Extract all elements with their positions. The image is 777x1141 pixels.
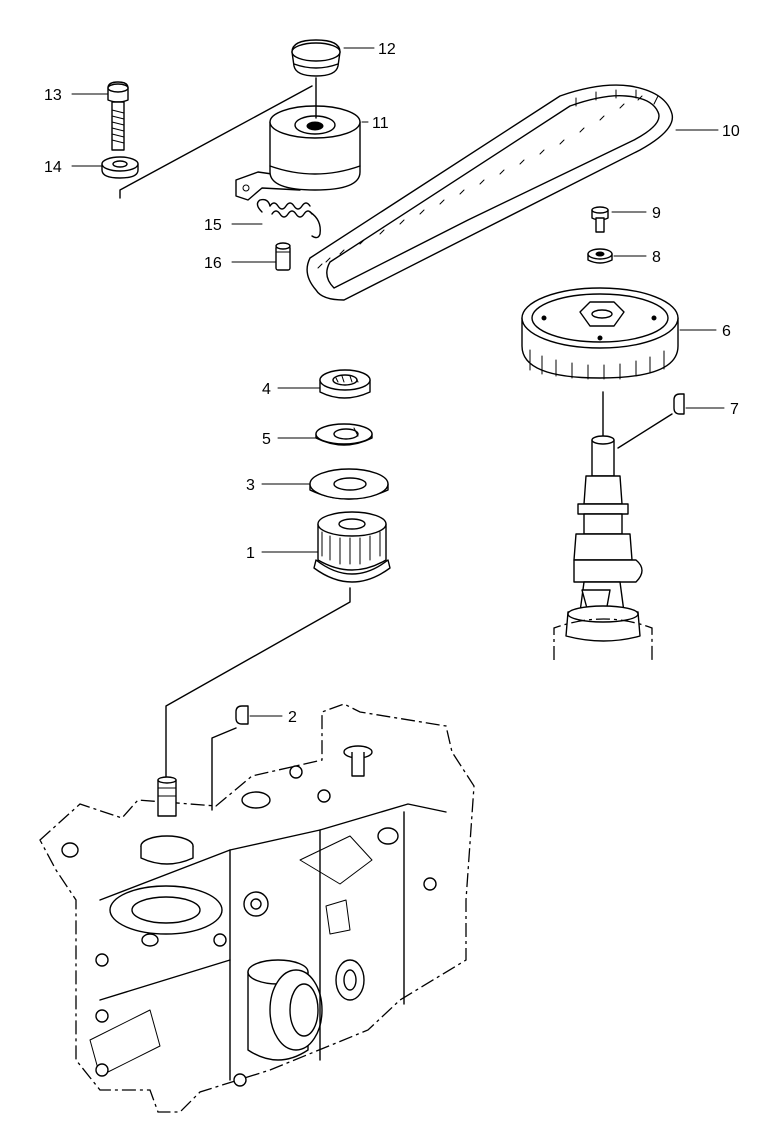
- callout-4: 4: [262, 381, 271, 398]
- callout-13: 13: [44, 87, 62, 104]
- callout-15: 15: [204, 217, 222, 234]
- callout-12: 12: [378, 41, 396, 58]
- part-13-bolt: [107, 81, 129, 151]
- part-2-woodruff-key: [235, 705, 249, 725]
- assembly-line-14-11: [119, 85, 313, 199]
- callout-10: 10: [722, 123, 740, 140]
- engine-block: [39, 703, 475, 1113]
- part-5-lock-washer: [315, 423, 373, 446]
- callout-5: 5: [262, 431, 271, 448]
- callout-16: 16: [204, 255, 222, 272]
- part-15-spring: [256, 198, 321, 239]
- callout-11: 11: [372, 115, 389, 132]
- part-3-plate: [309, 468, 389, 500]
- callout-8: 8: [652, 249, 661, 266]
- part-12-cap: [291, 39, 341, 77]
- part-11-tensioner-pulley: [235, 105, 361, 201]
- callout-2: 2: [288, 709, 297, 726]
- camshaft: [553, 435, 653, 660]
- callout-3: 3: [246, 477, 255, 494]
- part-7-woodruff-key: [673, 393, 685, 415]
- callout-9: 9: [652, 205, 661, 222]
- callout-14: 14: [44, 159, 62, 176]
- callout-7: 7: [730, 401, 739, 418]
- assembly-line-key-crankshaft: [211, 727, 237, 811]
- part-8-washer: [587, 248, 613, 264]
- assembly-line-key-camshaft: [617, 413, 673, 449]
- part-4-nut: [319, 369, 371, 399]
- part-1-drive-sprocket: [313, 511, 391, 583]
- part-9-bolt: [591, 206, 609, 233]
- part-14-washer: [101, 156, 139, 179]
- callout-6: 6: [722, 323, 731, 340]
- assembly-line-sprocket-crankshaft: [165, 587, 351, 781]
- part-6-camshaft-sprocket: [521, 287, 679, 380]
- part-10-timing-belt: [306, 84, 674, 301]
- callout-1: 1: [246, 545, 255, 562]
- callout-leaders: [71, 47, 725, 717]
- part-16-pin: [275, 242, 291, 271]
